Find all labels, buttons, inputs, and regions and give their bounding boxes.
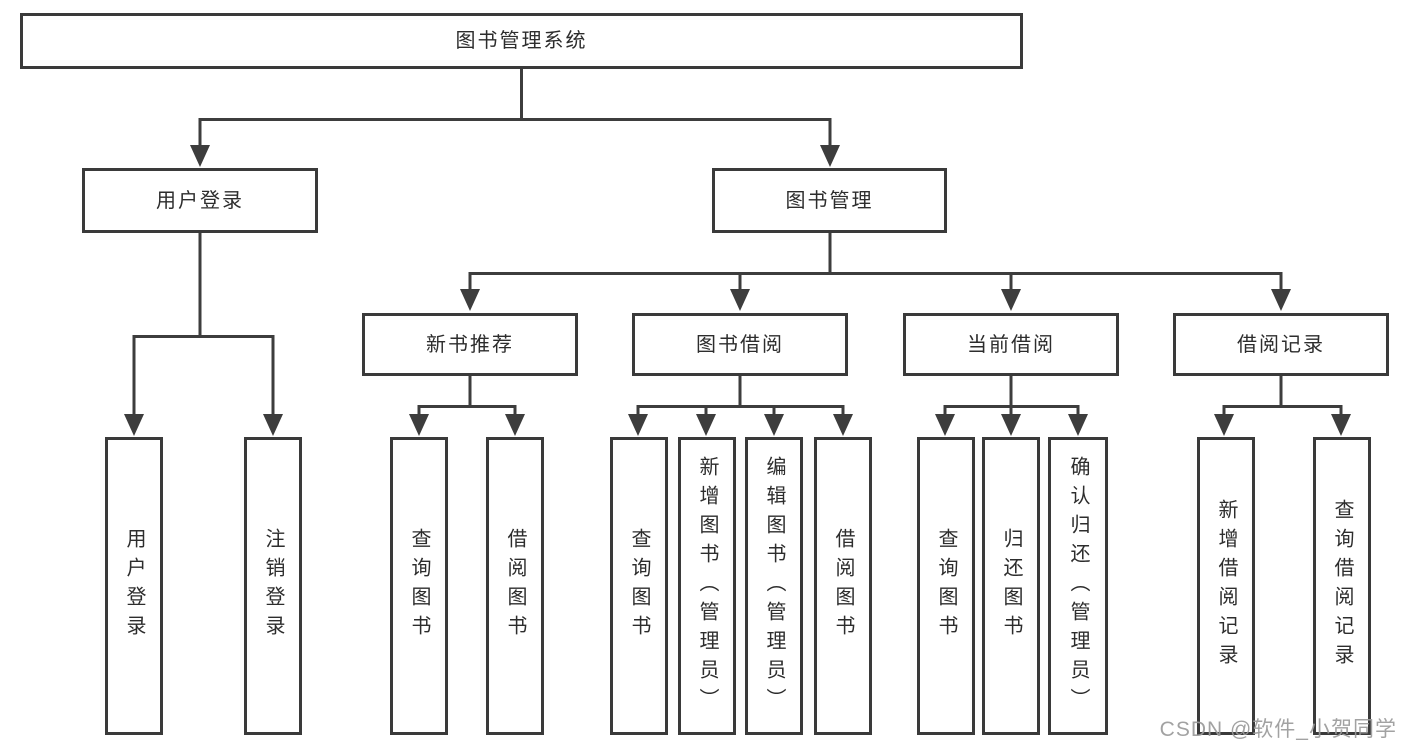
- edge-group-current-borrowing: [935, 376, 1088, 436]
- node-root: 图书管理系统: [20, 13, 1023, 69]
- edge-group-user-login: [124, 233, 283, 436]
- leaf-user-login: 用户登录: [105, 437, 163, 735]
- node-label: 注销登录: [262, 528, 284, 644]
- leaf-add-books-admin: 新增图书（管理员）: [678, 437, 736, 735]
- node-label: 查询图书: [628, 528, 650, 644]
- arrowhead-new-book-recommend: [460, 289, 480, 311]
- csdn-watermark: CSDN @软件_小贺同学: [1159, 718, 1397, 741]
- node-current-borrowing: 当前借阅: [903, 313, 1119, 376]
- node-label: 用户登录: [156, 189, 244, 212]
- node-label: 图书管理: [785, 189, 874, 212]
- arrowhead-leaf-logout: [263, 414, 283, 436]
- arrowhead-query-books-3: [935, 414, 955, 436]
- node-borrowing-records: 借阅记录: [1173, 313, 1389, 376]
- node-label: 借阅记录: [1237, 333, 1325, 356]
- arrowhead-borrowing-records: [1271, 289, 1291, 311]
- edge-group-borrowing-records: [1214, 376, 1351, 436]
- edge-group-book-borrowing: [628, 376, 853, 436]
- node-label: 当前借阅: [967, 333, 1055, 356]
- leaf-query-books-under-recommend: 查询图书: [390, 437, 448, 735]
- node-label: 借阅图书: [832, 528, 854, 644]
- arrowhead-current-borrowing: [1001, 289, 1021, 311]
- leaf-query-books-under-current: 查询图书: [917, 437, 975, 735]
- arrowhead-user-login: [190, 145, 210, 167]
- arrowhead-book-management: [820, 145, 840, 167]
- arrowhead-add-record: [1214, 414, 1234, 436]
- arrowhead-borrow-books-1: [505, 414, 525, 436]
- leaf-confirm-return-admin: 确认归还（管理员）: [1048, 437, 1108, 735]
- arrowhead-query-books-1: [409, 414, 429, 436]
- arrowhead-edit-books: [764, 414, 784, 436]
- node-label: 新增借阅记录: [1215, 499, 1237, 673]
- node-label: 查询图书: [935, 528, 957, 644]
- node-label: 归还图书: [1000, 528, 1022, 644]
- arrowhead-query-books-2: [628, 414, 648, 436]
- arrowhead-borrow-books-2: [833, 414, 853, 436]
- arrowhead-return-books: [1001, 414, 1021, 436]
- node-label: 用户登录: [123, 528, 145, 644]
- edge-group-root: [190, 67, 840, 167]
- node-book-management: 图书管理: [712, 168, 947, 233]
- node-book-borrowing: 图书借阅: [632, 313, 848, 376]
- leaf-edit-books-admin: 编辑图书（管理员）: [745, 437, 803, 735]
- edge-group-new-book-recommend: [409, 376, 525, 436]
- arrowhead-add-books: [696, 414, 716, 436]
- arrowhead-leaf-user-login: [124, 414, 144, 436]
- node-label: 图书管理系统: [455, 30, 588, 52]
- node-label: 图书借阅: [696, 333, 784, 356]
- node-label: 新书推荐: [426, 333, 514, 356]
- arrowhead-confirm-return: [1068, 414, 1088, 436]
- node-label: 查询借阅记录: [1331, 499, 1353, 673]
- leaf-borrow-books-under-recommend: 借阅图书: [486, 437, 544, 735]
- leaf-query-books-under-borrowing: 查询图书: [610, 437, 668, 735]
- leaf-query-borrow-record: 查询借阅记录: [1313, 437, 1371, 735]
- node-label: 确认归还（管理员）: [1067, 455, 1089, 717]
- node-label: 新增图书（管理员）: [696, 455, 718, 717]
- node-label: 编辑图书（管理员）: [763, 455, 785, 717]
- leaf-return-books: 归还图书: [982, 437, 1040, 735]
- leaf-borrow-books-under-borrowing: 借阅图书: [814, 437, 872, 735]
- node-label: 借阅图书: [504, 528, 526, 644]
- node-label: 查询图书: [408, 528, 430, 644]
- leaf-logout: 注销登录: [244, 437, 302, 735]
- leaf-add-borrow-record: 新增借阅记录: [1197, 437, 1255, 735]
- arrowhead-book-borrowing: [730, 289, 750, 311]
- edge-group-book-management: [460, 233, 1291, 311]
- arrowhead-query-record: [1331, 414, 1351, 436]
- node-user-login: 用户登录: [82, 168, 318, 233]
- node-new-book-recommend: 新书推荐: [362, 313, 578, 376]
